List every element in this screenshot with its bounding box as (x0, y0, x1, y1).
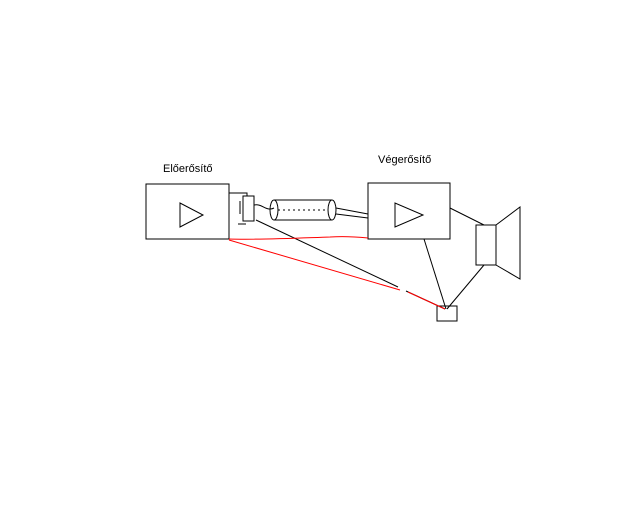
speaker-magnet (475, 224, 497, 266)
speaker-wire-top (449, 207, 485, 226)
connector-ground-lead (238, 201, 246, 225)
red-wire-preamp-to-ground (228, 239, 446, 310)
power-amp-label: Végerősítő (378, 154, 431, 166)
cable-lead-left (253, 204, 275, 210)
preamp-label: Előerősítő (163, 163, 213, 175)
power-amp-block: Végerősítő (367, 154, 451, 240)
loudspeaker-icon (446, 206, 521, 310)
connector (229, 192, 255, 225)
preamp-triangle-icon (179, 202, 205, 228)
power-amp-box (367, 182, 451, 240)
power-amp-triangle-icon (394, 202, 425, 228)
shielded-cable (253, 199, 369, 221)
power-amp-ground-wire (423, 238, 447, 310)
cable-to-poweramp-wires (335, 207, 369, 219)
preamp-box (145, 183, 230, 240)
speaker-wire-bottom (446, 264, 485, 310)
preamp-block: Előerősítő (145, 163, 230, 240)
preamp-to-connector-wire (229, 192, 248, 196)
red-wire-preamp-to-power-amp (228, 236, 369, 240)
ground-terminal-icon (436, 305, 458, 322)
connector-icon (242, 195, 255, 222)
cable-end-right (327, 199, 337, 221)
speaker-cone (495, 206, 521, 280)
cable-end-left (269, 199, 279, 221)
cable-shield (274, 199, 332, 221)
